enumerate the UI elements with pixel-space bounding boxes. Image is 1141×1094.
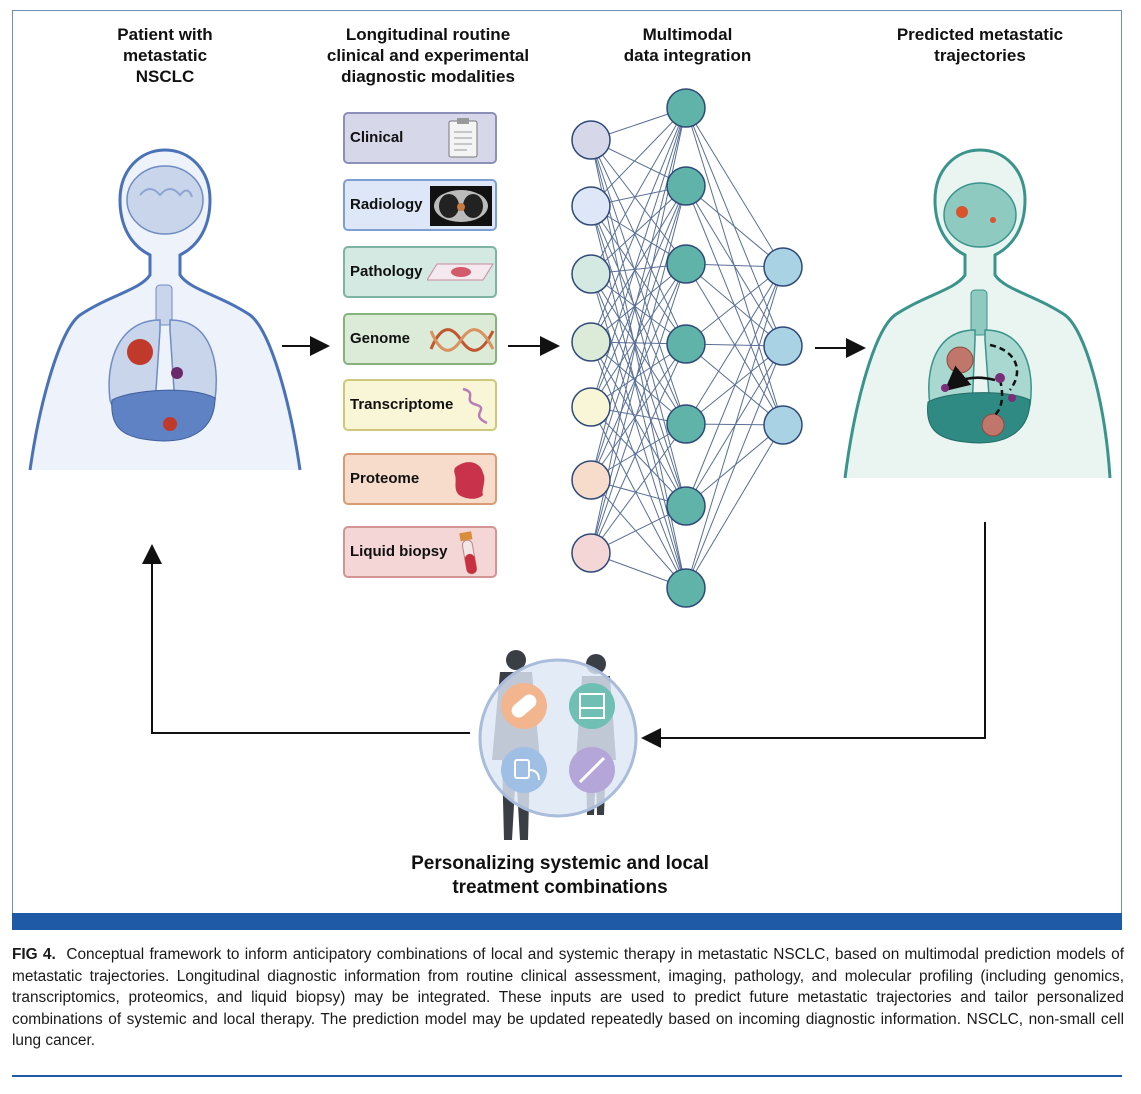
hidden-node bbox=[666, 324, 706, 364]
input-node bbox=[571, 186, 611, 226]
input-node bbox=[571, 387, 611, 427]
heading-modalities: Longitudinal routine clinical and experi… bbox=[326, 25, 530, 86]
modality-label: Radiology bbox=[350, 196, 423, 213]
modality-genome: Genome bbox=[343, 313, 497, 365]
hidden-node bbox=[666, 568, 706, 608]
modality-pathology: Pathology bbox=[343, 246, 497, 298]
figure-illustration bbox=[28, 88, 1112, 840]
predicted-body-figure bbox=[843, 148, 1112, 479]
clipboard-icon bbox=[448, 118, 478, 158]
hidden-node bbox=[666, 166, 706, 206]
patient-body-figure bbox=[28, 148, 302, 471]
caption-divider-bar bbox=[12, 913, 1122, 930]
hidden-node bbox=[666, 244, 706, 284]
input-node bbox=[571, 533, 611, 573]
input-node bbox=[571, 460, 611, 500]
rna-icon bbox=[462, 387, 488, 425]
arrow-prediction-to-treatment bbox=[641, 522, 986, 748]
protein-icon bbox=[454, 462, 485, 499]
heading-predicted: Predicted metastatic trajectories bbox=[896, 25, 1064, 65]
iv-drip-icon bbox=[501, 747, 547, 793]
arrow-treatment-to-patient bbox=[142, 544, 470, 734]
modality-label: Genome bbox=[350, 330, 411, 347]
heading-patient: Patient with metastatic NSCLC bbox=[117, 25, 213, 86]
input-node bbox=[571, 120, 611, 160]
input-node bbox=[571, 254, 611, 294]
bottom-rule bbox=[12, 1075, 1122, 1077]
hidden-node bbox=[666, 404, 706, 444]
treatment-circle bbox=[478, 658, 638, 818]
brain-icon bbox=[943, 182, 1017, 248]
primary-tumor-icon bbox=[946, 346, 974, 374]
modality-label: Transcriptome bbox=[350, 396, 454, 413]
heading-integration: Multimodal data integration bbox=[623, 25, 752, 65]
output-node bbox=[763, 405, 803, 445]
radiation-machine-icon bbox=[569, 683, 615, 729]
brain-icon bbox=[126, 165, 204, 235]
pill-icon bbox=[501, 683, 547, 729]
scalpel-icon bbox=[569, 747, 615, 793]
figure-label: FIG 4. bbox=[12, 946, 56, 963]
treatment-title: Personalizing systemic and local treatme… bbox=[411, 853, 709, 898]
primary-tumor-icon bbox=[127, 339, 153, 365]
modality-label: Proteome bbox=[350, 470, 420, 487]
treatment-illustration bbox=[478, 650, 638, 840]
figure-caption: FIG 4. Conceptual framework to inform an… bbox=[12, 944, 1124, 1052]
caption-text: Conceptual framework to inform anticipat… bbox=[12, 946, 1125, 1049]
hidden-node bbox=[666, 486, 706, 526]
modality-clinical: Clinical bbox=[343, 112, 497, 164]
output-node bbox=[763, 326, 803, 366]
ct-scan-icon bbox=[430, 186, 492, 226]
blood-tube-icon bbox=[459, 531, 478, 575]
neural-network bbox=[571, 88, 803, 608]
dna-icon bbox=[429, 328, 495, 352]
modality-label: Pathology bbox=[350, 263, 423, 280]
modality-label: Clinical bbox=[350, 129, 404, 146]
tissue-slide-icon bbox=[427, 263, 494, 281]
modality-proteome: Proteome bbox=[343, 453, 497, 505]
input-node bbox=[571, 322, 611, 362]
output-node bbox=[763, 247, 803, 287]
modality-liquid-biopsy: Liquid biopsy bbox=[343, 526, 497, 578]
modality-radiology: Radiology bbox=[343, 179, 497, 231]
hidden-node bbox=[666, 88, 706, 128]
modality-label: Liquid biopsy bbox=[350, 543, 448, 560]
modality-transcriptome: Transcriptome bbox=[343, 379, 497, 431]
